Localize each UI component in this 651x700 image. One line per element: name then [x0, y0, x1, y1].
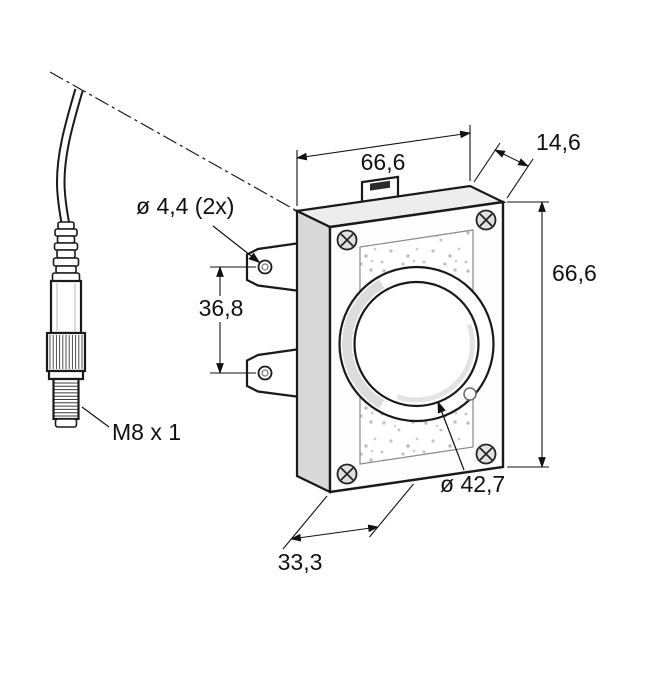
dim-top-width-label: 66,6 [361, 149, 406, 175]
dim-right-height: 66,6 [507, 200, 597, 469]
top-connector-opening [370, 180, 390, 191]
dim-hole-spacing: 36,8 [189, 265, 256, 375]
cable [55, 88, 84, 225]
label-connector-thread: M8 x 1 [81, 406, 181, 445]
screw-bottom-left [336, 463, 358, 485]
screw-bottom-right [475, 443, 497, 465]
m8-connector [45, 221, 87, 428]
mount-hole-diameter-label: ø 4,4 (2x) [136, 193, 234, 219]
dim-bottom-offset-label: 33,3 [278, 549, 323, 575]
ring-inner-edge [353, 280, 480, 408]
indicator-window [463, 387, 477, 401]
dim-hole-spacing-label: 36,8 [199, 295, 244, 321]
dim-top-width: 66,6 [295, 125, 472, 206]
label-aperture-diameter: ø 42,7 [437, 400, 505, 497]
label-mount-hole-diameter: ø 4,4 (2x) [136, 193, 261, 264]
aperture-diameter-label: ø 42,7 [440, 471, 505, 497]
top-connector-block [360, 175, 400, 204]
threaded-tip [52, 377, 80, 428]
body-left-face [295, 209, 332, 494]
strain-relief-boot [51, 221, 81, 283]
mount-hole-top [257, 259, 273, 275]
mount-hole-bottom [257, 365, 273, 381]
connector-body [49, 279, 83, 335]
dim-depth-label: 14,6 [536, 129, 581, 155]
aperture-ring [338, 265, 495, 423]
connector-washer [47, 369, 85, 381]
knurled-nut [45, 331, 87, 373]
cable-centerline [49, 71, 298, 212]
corner-screws [336, 209, 497, 485]
connector-thread-label: M8 x 1 [112, 419, 181, 445]
dim-bottom-offset: 33,3 [278, 483, 414, 575]
device-body [245, 175, 507, 494]
dim-right-height-label: 66,6 [552, 260, 597, 286]
screw-top-left [336, 229, 358, 251]
screw-top-right [475, 209, 497, 231]
dim-depth: 14,6 [473, 129, 581, 199]
